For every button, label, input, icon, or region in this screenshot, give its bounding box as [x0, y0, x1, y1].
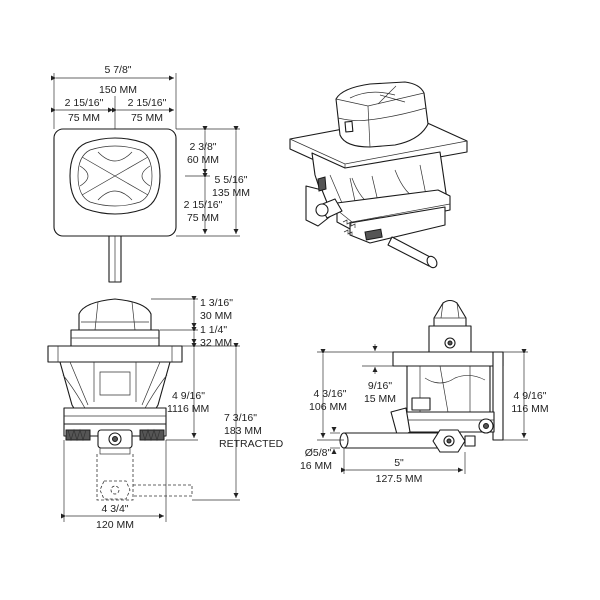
iso-cone [335, 81, 429, 148]
side-overall-height-mm: 116 MM [511, 403, 548, 415]
front-collar-height-in: 1 1/4" [200, 324, 227, 336]
front-retracted-height-mm: 183 MM [224, 425, 262, 437]
side-pin-height-in: 4 3/16" [314, 388, 347, 400]
top-lower-depth-mm: 75 MM [187, 212, 219, 224]
top-view-cone [69, 137, 161, 215]
front-retracted-label: RETRACTED [219, 438, 284, 450]
side-overall-height-in: 4 9/16" [514, 390, 547, 402]
front-body-height-in: 4 9/16" [172, 390, 205, 402]
front-view: 4 3/4" 120 MM 1 3/16" 30 MM 1 1/4" 32 MM… [47, 296, 284, 531]
top-right-half-mm: 75 MM [131, 112, 163, 124]
side-handle-length-in: 5" [394, 457, 404, 469]
top-upper-depth-mm: 60 MM [187, 154, 219, 166]
top-view-plate [53, 128, 177, 237]
side-plate [392, 351, 504, 367]
side-pin-diameter-in: Ø5/8" [305, 447, 332, 459]
top-overall-width-mm: 150 MM [99, 84, 137, 96]
top-lower-depth-in: 2 15/16" [184, 199, 223, 211]
top-view: 5 7/8" 150 MM 2 15/16" 75 MM 2 15/16" 75… [51, 64, 250, 283]
front-body-height-mm: 1116 MM [167, 403, 209, 415]
front-width-mm: 120 MM [96, 519, 134, 531]
side-handle-bar [343, 432, 441, 449]
side-pin-diameter-mm: 16 MM [300, 460, 332, 472]
front-width-in: 4 3/4" [101, 503, 128, 515]
front-cone-height-mm: 30 MM [200, 310, 232, 322]
isometric-view [289, 81, 468, 269]
side-offset-mm: 15 MM [364, 393, 396, 405]
front-collar-height-mm: 32 MM [200, 337, 232, 349]
side-pin-height-mm: 106 MM [309, 401, 347, 413]
top-left-half-mm: 75 MM [68, 112, 100, 124]
front-retracted-height-in: 7 3/16" [224, 412, 257, 424]
top-left-half-in: 2 15/16" [65, 97, 104, 109]
top-upper-depth-in: 2 3/8" [189, 141, 216, 153]
front-plate [47, 345, 183, 363]
side-handle-length-mm: 127.5 MM [376, 473, 423, 485]
front-cone [78, 298, 152, 331]
side-offset-in: 9/16" [368, 380, 392, 392]
front-cone-height-in: 1 3/16" [200, 297, 233, 309]
top-overall-depth-mm: 135 MM [212, 187, 250, 199]
side-view: 4 3/16" 106 MM 9/16" 15 MM 4 9/16" 116 M… [300, 299, 549, 485]
top-overall-width-in: 5 7/8" [104, 64, 131, 76]
top-overall-depth-in: 5 5/16" [215, 174, 248, 186]
iso-handle-bar [387, 236, 433, 267]
front-body [59, 361, 171, 416]
top-right-half-in: 2 15/16" [128, 97, 167, 109]
